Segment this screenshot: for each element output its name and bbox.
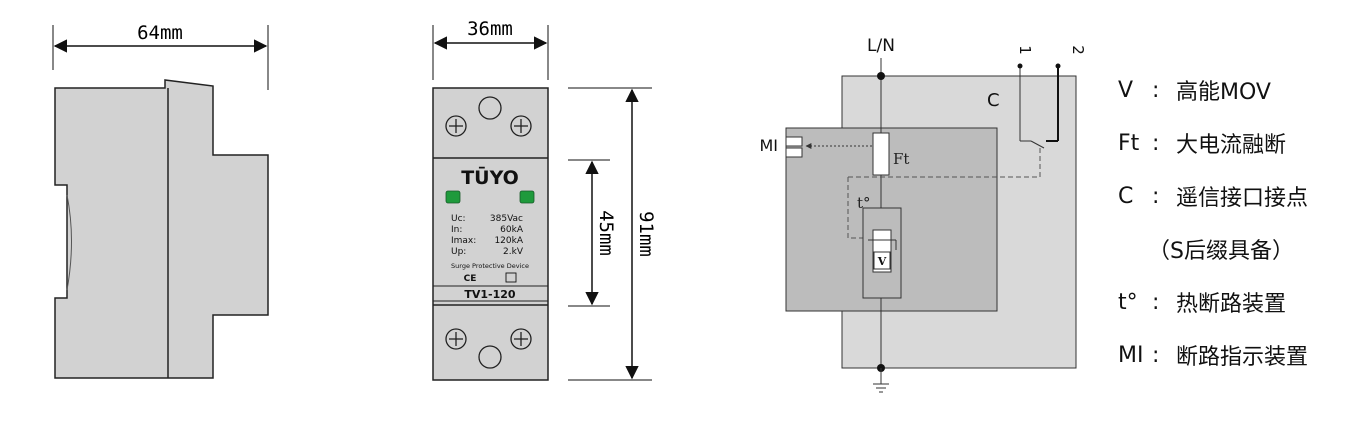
legend-item: MI : 断路指示装置 (1118, 335, 1308, 375)
legend-symbol: Ft (1118, 130, 1140, 156)
contact-switch-blade (1030, 140, 1045, 149)
spec-name: In: (451, 225, 462, 235)
top-terminal-label: L/N (867, 36, 895, 56)
legend-text: 断路指示装置 (1176, 345, 1309, 370)
spec-value: 2.kV (503, 247, 524, 257)
indicator-window-bottom (785, 147, 803, 158)
ground-icon (873, 368, 889, 393)
terminal-2-label: 2 (1069, 45, 1087, 55)
side-width-label: 64mm (137, 22, 183, 44)
legend-text: 大电流融断 (1176, 133, 1287, 158)
right-status-window (519, 190, 535, 204)
legend-item: V : 高能MOV (1118, 70, 1271, 110)
h45-label: 45mm (595, 210, 617, 256)
legend-colon: : (1152, 342, 1160, 368)
legend-item: C : 遥信接口接点 (1118, 176, 1308, 216)
device-type-text: Surge Protective Device (451, 262, 529, 270)
top-left-screw-icon (445, 115, 467, 137)
side-rail-clip (66, 194, 72, 291)
left-status-window (445, 190, 461, 204)
bottom-indicator-hole (478, 345, 502, 369)
indicator-window-top (785, 136, 803, 147)
thermal-feedback-dashed (847, 177, 863, 239)
ce-mark: CE (464, 274, 477, 284)
schematic: L/N Ft MI t° V C (759, 36, 1087, 393)
legend-symbol: MI (1118, 342, 1144, 368)
fuse-label: Ft (893, 150, 909, 168)
legend-colon: : (1152, 183, 1160, 209)
fuse-element (872, 132, 890, 176)
brand-logo: TŪYO (461, 166, 519, 189)
top-right-screw-icon (510, 115, 532, 137)
legend-text: 遥信接口接点 (1176, 186, 1309, 211)
spec-table: Uc: 385Vac In: 60kA Imax: 120kA Up: 2.kV (451, 214, 524, 257)
legend-colon: : (1152, 130, 1160, 156)
spec-value: 60kA (500, 225, 524, 235)
legend-symbol: t° (1118, 289, 1138, 315)
model-label: TV1-120 (464, 288, 516, 301)
spec-name: Imax: (451, 236, 476, 246)
legend-note: （S后缀具备） (1148, 229, 1294, 269)
front-view: 36mm TŪYO Uc: 385Vac In: 60kA Imax: 120k… (432, 18, 657, 381)
spec-value: 385Vac (490, 214, 523, 224)
spec-name: Up: (451, 247, 466, 257)
terminal-1-label: 1 (1016, 45, 1034, 55)
bottom-left-screw-icon (445, 328, 467, 350)
contact-2-terminal (1055, 63, 1061, 69)
spec-name: Uc: (451, 214, 466, 224)
legend-text: 热断路装置 (1176, 292, 1287, 317)
legend-text: 高能MOV (1176, 80, 1271, 105)
side-housing (54, 79, 269, 379)
legend-colon: : (1152, 289, 1160, 315)
side-view: 64mm (52, 22, 269, 379)
contact-1-terminal (1017, 63, 1023, 69)
legend-symbol: V (1118, 77, 1134, 103)
spec-value: 120kA (494, 236, 523, 246)
indicator-label: MI (759, 136, 778, 155)
remote-contact-label: C (987, 90, 1000, 111)
top-indicator-hole (478, 96, 502, 120)
h91-label: 91mm (635, 211, 657, 257)
legend-item: t° : 热断路装置 (1118, 282, 1286, 322)
legend-symbol: C (1118, 183, 1134, 209)
legend-note-text: （S后缀具备） (1148, 239, 1294, 264)
varistor-label: V (877, 255, 887, 268)
legend-colon: : (1152, 77, 1160, 103)
top-junction (877, 72, 885, 80)
legend-item: Ft : 大电流融断 (1118, 123, 1286, 163)
thermal-link-dashed (848, 146, 1041, 178)
front-width-label: 36mm (467, 18, 513, 40)
bottom-right-screw-icon (510, 328, 532, 350)
cert-mark-icon (505, 272, 517, 283)
varistor-symbol-box (873, 251, 891, 270)
